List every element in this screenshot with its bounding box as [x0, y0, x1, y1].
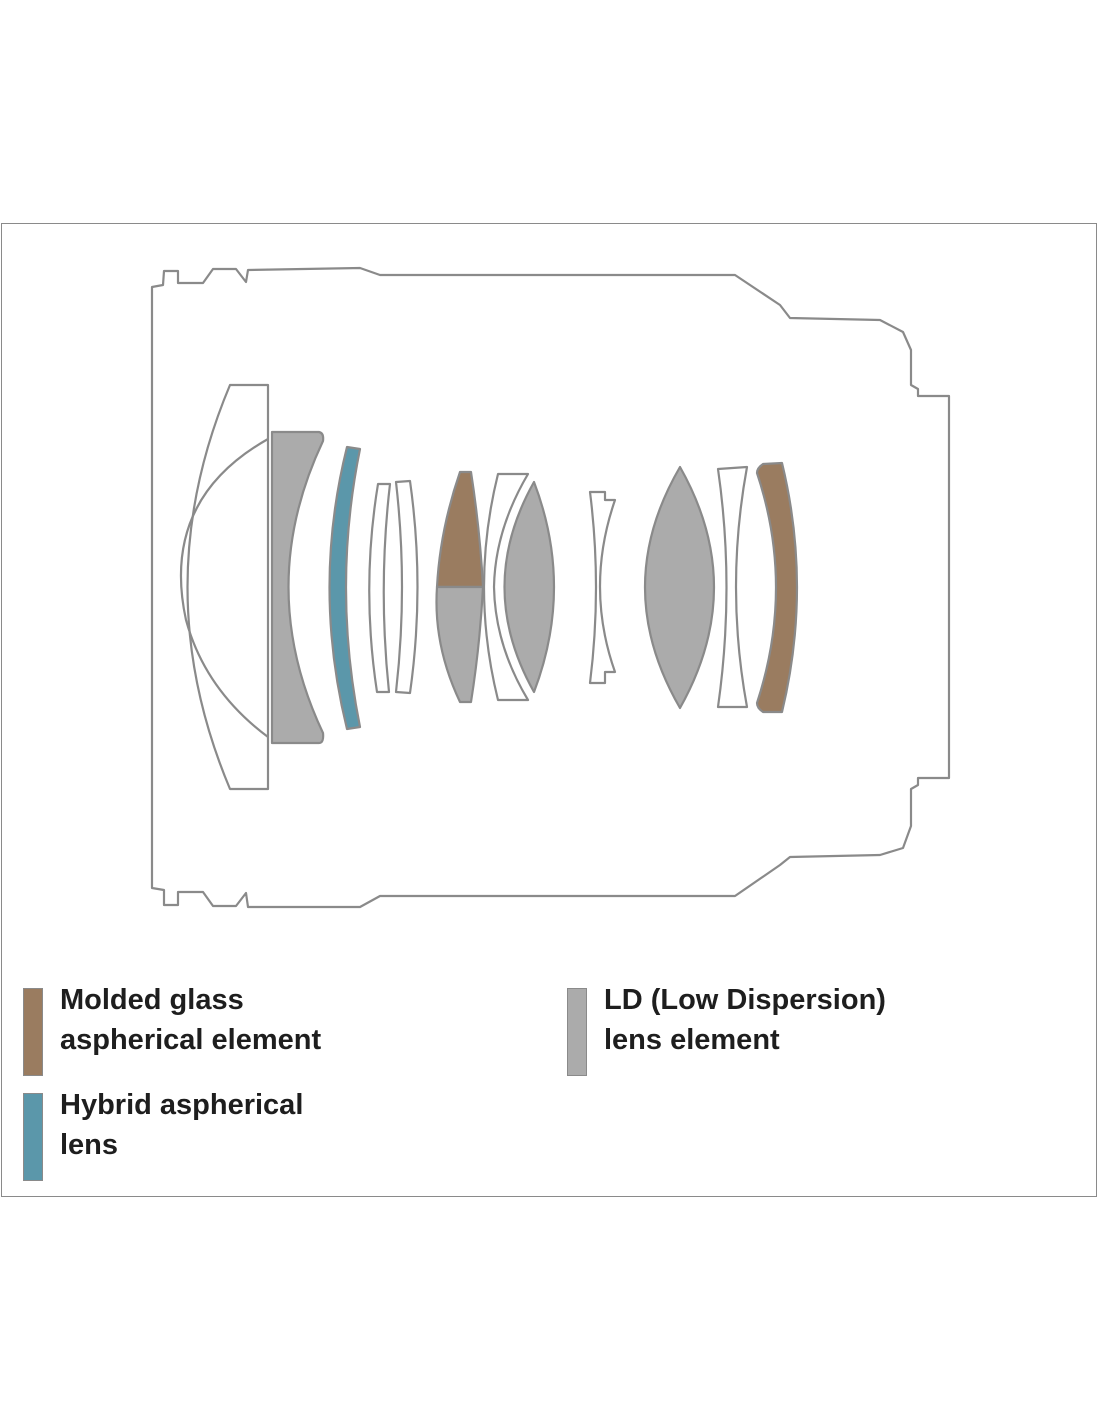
lens-element-1 — [186, 383, 270, 791]
lens-element-3-hybrid — [328, 445, 362, 731]
lens-element-10-ld — [644, 465, 715, 710]
lens-element-4 — [368, 482, 392, 694]
lens-element-6-molded — [435, 470, 485, 589]
legend-item-hybrid: Hybrid aspherical lens — [23, 1089, 303, 1181]
legend-label-ld: LD (Low Dispersion) lens element — [604, 980, 886, 1060]
legend-hybrid-line2: lens — [60, 1129, 119, 1161]
diagram-frame — [1, 223, 1097, 1197]
legend-hybrid-line1: Hybrid aspherical — [60, 1089, 304, 1121]
molded-swatch — [23, 988, 43, 1076]
lens-element-1-inner-curve — [179, 438, 269, 738]
hybrid-swatch — [23, 1093, 43, 1181]
legend-label-molded: Molded glass aspherical element — [60, 980, 321, 1060]
legend-item-ld: LD (Low Dispersion) lens element — [567, 984, 886, 1076]
legend-ld-line1: LD (Low Dispersion) — [604, 984, 886, 1016]
legend-molded-line2: aspherical element — [60, 1024, 322, 1056]
lens-element-7 — [482, 472, 530, 702]
lens-element-11 — [716, 465, 749, 709]
lens-element-12-molded — [755, 461, 799, 714]
ld-swatch — [567, 988, 587, 1076]
lens-barrel-outline — [150, 266, 951, 909]
lens-element-2-ld — [270, 430, 325, 745]
lens-element-8-ld — [503, 480, 556, 694]
legend-label-hybrid: Hybrid aspherical lens — [60, 1085, 303, 1165]
legend-item-molded: Molded glass aspherical element — [23, 984, 321, 1076]
legend-ld-line2: lens element — [604, 1024, 780, 1056]
legend-molded-line1: Molded glass — [60, 984, 244, 1016]
lens-element-6-ld — [435, 585, 485, 704]
lens-element-9 — [588, 490, 617, 685]
lens-element-5 — [394, 479, 419, 695]
